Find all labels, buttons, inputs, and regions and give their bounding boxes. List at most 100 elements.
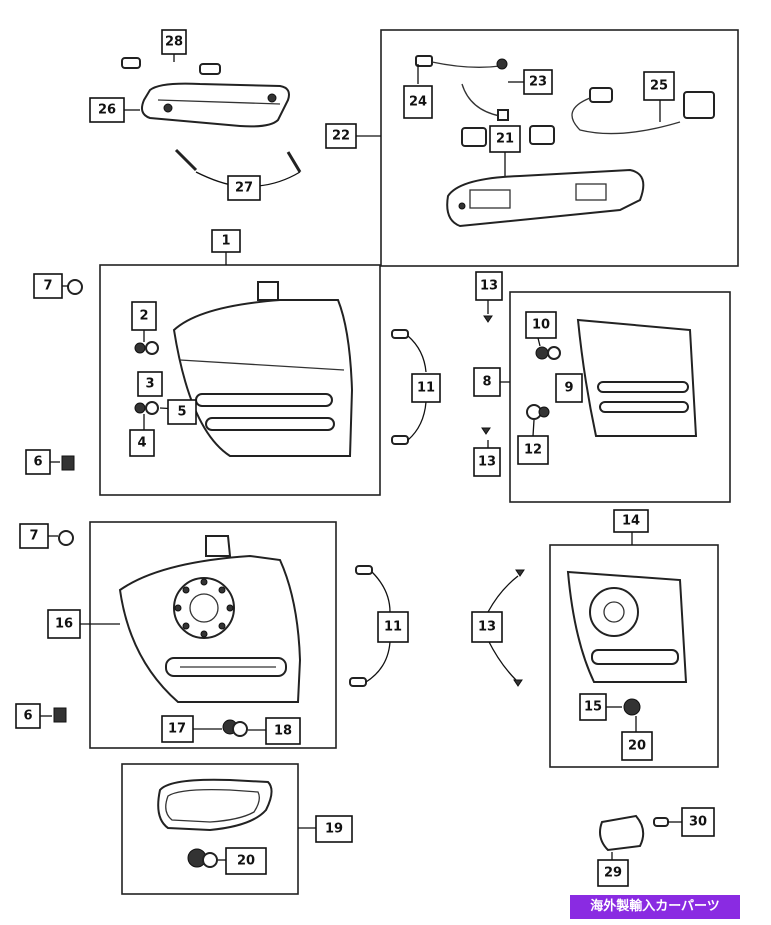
part-11-fasteners-b <box>349 565 373 687</box>
callout-17: 17 <box>161 715 194 743</box>
callout-13b: 13 <box>473 447 501 477</box>
part-24-socket <box>415 55 508 70</box>
callout-18: 18 <box>265 717 301 745</box>
svg-text:17: 17 <box>168 722 186 737</box>
callout-11b: 11 <box>377 611 409 643</box>
svg-text:1: 1 <box>221 234 230 249</box>
group-box-lamp-8 <box>509 291 731 503</box>
callout-24: 24 <box>403 85 433 119</box>
part-8-liftgate-lamp <box>576 318 698 437</box>
callout-20b: 20 <box>225 847 267 875</box>
part-11-fasteners-a <box>391 329 409 445</box>
part-25-connector <box>571 87 715 135</box>
svg-text:21: 21 <box>496 132 514 147</box>
callout-28: 28 <box>161 29 187 55</box>
callout-7a: 7 <box>33 273 63 299</box>
group-box-bezel-19 <box>121 763 299 895</box>
svg-text:13: 13 <box>480 279 498 294</box>
import-parts-banner: 海外製輸入カーパーツ <box>570 895 740 919</box>
part-7-grommet <box>67 279 83 295</box>
callout-6a: 6 <box>25 449 51 475</box>
svg-text:11: 11 <box>384 620 402 635</box>
callout-23: 23 <box>523 69 553 95</box>
callout-26: 26 <box>89 97 125 123</box>
callout-22: 22 <box>325 123 357 149</box>
svg-text:27: 27 <box>235 181 253 196</box>
svg-text:7: 7 <box>29 529 38 544</box>
callout-10: 10 <box>525 311 557 339</box>
group-box-lamp-16 <box>89 521 337 749</box>
svg-text:26: 26 <box>98 103 116 118</box>
part-10-12-bulbs <box>526 346 561 420</box>
part-6-clip <box>61 455 75 471</box>
callout-7b: 7 <box>19 523 49 549</box>
svg-text:20: 20 <box>628 739 646 754</box>
group-box-lamp-1 <box>99 264 381 496</box>
group-box-wiring <box>380 29 739 267</box>
svg-text:16: 16 <box>55 617 73 632</box>
callout-20a: 20 <box>621 731 653 761</box>
callout-13a: 13 <box>475 271 503 301</box>
svg-text:13: 13 <box>478 455 496 470</box>
part-13-screws-b <box>513 569 525 687</box>
svg-text:13: 13 <box>478 620 496 635</box>
part-16-led-lamp <box>118 535 302 703</box>
callout-12: 12 <box>517 435 549 465</box>
callout-16: 16 <box>47 609 81 639</box>
svg-text:18: 18 <box>274 724 292 739</box>
svg-text:25: 25 <box>650 79 668 94</box>
callout-8: 8 <box>473 367 501 397</box>
callout-9: 9 <box>555 373 583 403</box>
part-15-20-socket <box>623 698 641 716</box>
svg-text:22: 22 <box>332 129 350 144</box>
part-6-clip-b <box>53 707 67 723</box>
part-21-lamp-housing <box>446 168 645 228</box>
svg-text:8: 8 <box>482 375 491 390</box>
callout-15: 15 <box>579 693 607 721</box>
svg-text:2: 2 <box>139 309 148 324</box>
svg-text:12: 12 <box>524 443 542 458</box>
callout-4: 4 <box>129 429 155 457</box>
callout-1: 1 <box>211 229 241 253</box>
svg-text:23: 23 <box>529 75 547 90</box>
svg-text:30: 30 <box>689 815 707 830</box>
callout-21: 21 <box>489 125 521 153</box>
part-14-led-lamp <box>566 570 688 683</box>
svg-text:10: 10 <box>532 318 550 333</box>
part-28-bulbs <box>121 57 221 75</box>
callout-5: 5 <box>167 399 197 425</box>
part-13-screws-a <box>481 315 493 435</box>
callout-3: 3 <box>137 371 163 397</box>
callout-30: 30 <box>681 807 715 837</box>
svg-text:14: 14 <box>622 514 640 529</box>
callout-19: 19 <box>315 815 353 843</box>
svg-text:11: 11 <box>417 381 435 396</box>
callout-13c: 13 <box>471 611 503 643</box>
callout-25: 25 <box>643 71 675 101</box>
part-7-grommet-b <box>58 530 74 546</box>
part-17-18-socket <box>222 719 248 737</box>
svg-text:15: 15 <box>584 700 602 715</box>
group-box-lamp-14 <box>549 544 719 768</box>
svg-text:24: 24 <box>409 95 427 110</box>
callout-27: 27 <box>227 175 261 201</box>
part-2-4-bulbs <box>134 341 159 415</box>
part-19-bezel <box>157 778 273 832</box>
svg-text:5: 5 <box>177 405 186 420</box>
svg-text:3: 3 <box>145 377 154 392</box>
part-1-tail-lamp <box>172 281 354 457</box>
part-21-brackets <box>461 125 555 147</box>
svg-text:28: 28 <box>165 35 183 50</box>
svg-text:19: 19 <box>325 822 343 837</box>
part-29-marker-lamp <box>599 814 645 852</box>
svg-text:6: 6 <box>33 455 42 470</box>
svg-text:29: 29 <box>604 866 622 881</box>
part-26-cargo-lamp <box>141 82 290 128</box>
part-20-socket-c <box>187 848 218 868</box>
led-ring <box>174 578 234 638</box>
svg-text:4: 4 <box>137 436 146 451</box>
svg-text:20: 20 <box>237 854 255 869</box>
part-23-harness <box>461 83 509 121</box>
